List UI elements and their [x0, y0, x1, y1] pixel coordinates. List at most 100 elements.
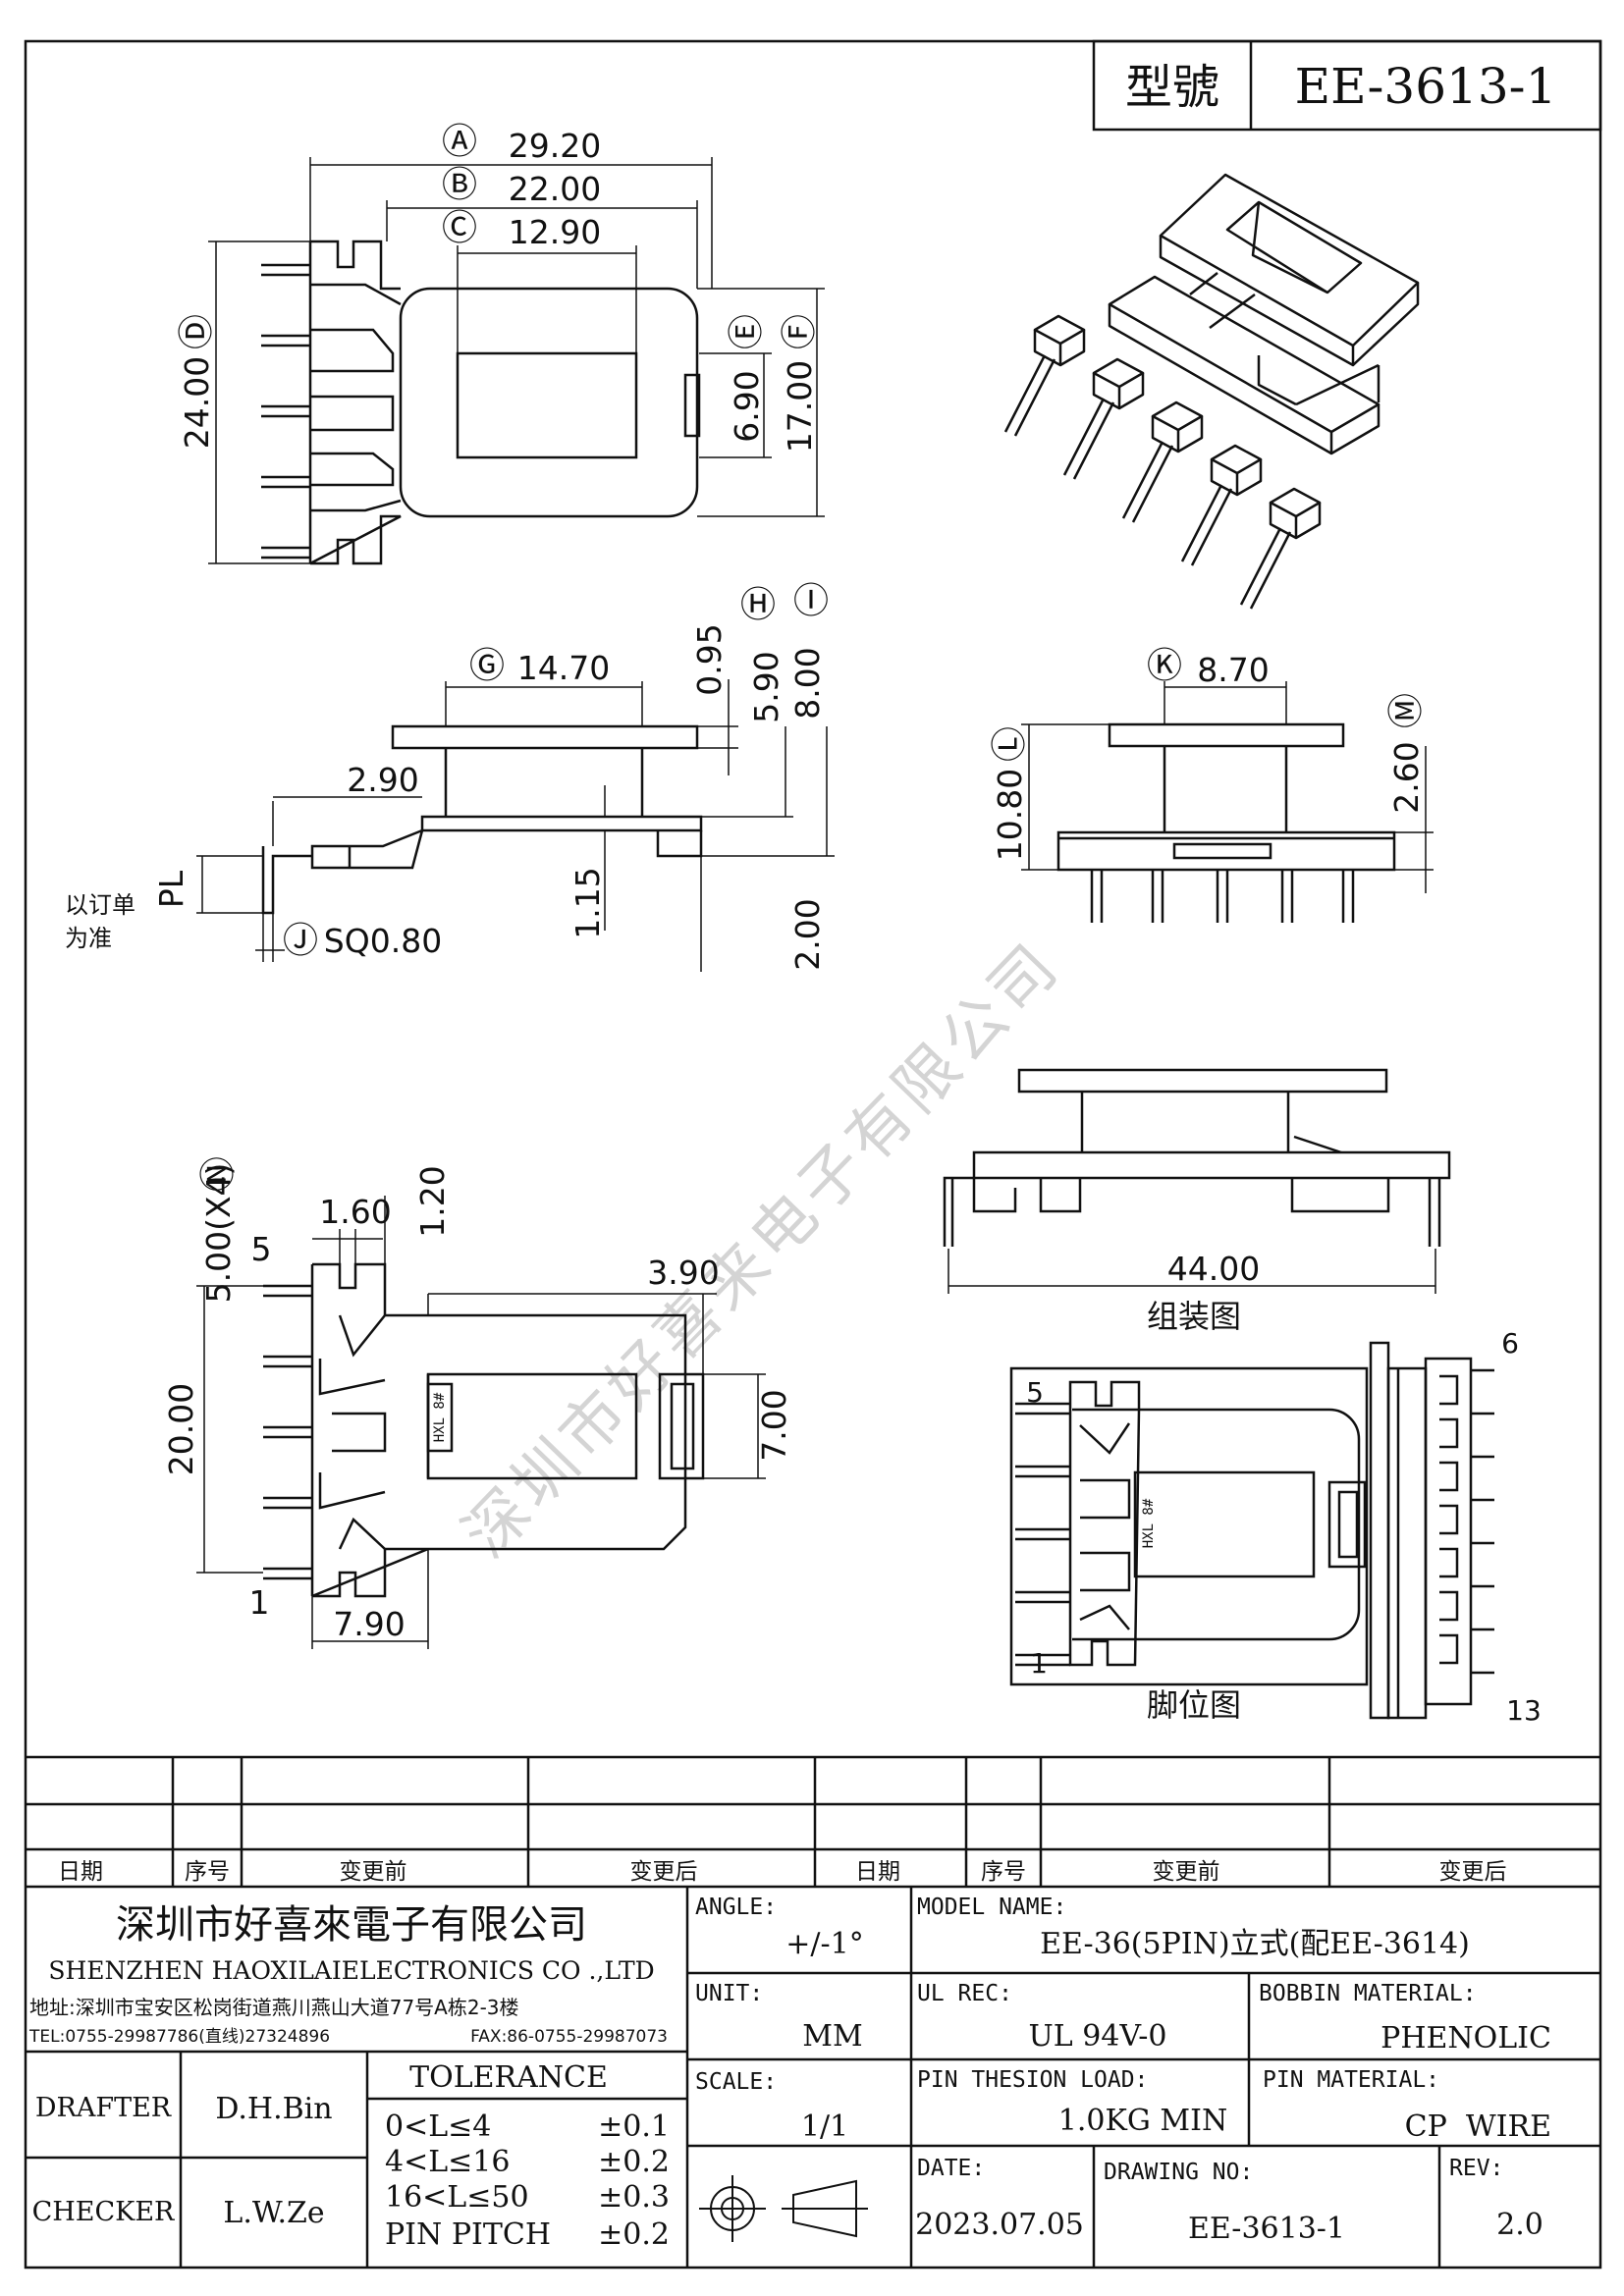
date-value: 2023.07.05	[915, 2208, 1084, 2242]
tolerance-value-1: ±0.1	[598, 2109, 670, 2144]
dim-700-value: 7.00	[755, 1389, 793, 1461]
dim-f-id: Ⓕ	[780, 314, 820, 349]
tolerance-range-3: 16<L≤50	[385, 2180, 529, 2215]
dim-h-value: 5.90	[747, 651, 785, 722]
pinout-marking: HXL 8#	[1141, 1498, 1157, 1548]
rev-header-seq-2: 序号	[981, 1859, 1026, 1885]
signatures: DRAFTER D.H.Bin CHECKER L.W.Ze	[32, 2092, 333, 2230]
model-name-label: MODEL NAME:	[917, 1895, 1066, 1920]
pin-load-label: PIN THESION LOAD:	[917, 2067, 1148, 2093]
company-name-en: SHENZHEN HAOXILAIELECTRONICS CO .,LTD	[48, 1956, 654, 1985]
ul-value: UL 94V-0	[1028, 2019, 1166, 2054]
pinout-labels: 5 1 6 13 HXL 8# 脚位图	[1026, 1327, 1542, 1727]
rev-label: REV:	[1449, 2156, 1503, 2181]
tolerance-value-3: ±0.3	[598, 2180, 670, 2215]
date-label: DATE:	[917, 2156, 985, 2181]
dim-g-id: Ⓖ	[469, 646, 505, 686]
bobbin-material-value: PHENOLIC	[1380, 2021, 1551, 2056]
front-view-dimensions	[1021, 681, 1434, 893]
bottom-marking: HXL 8#	[432, 1392, 448, 1442]
pinout-caption: 脚位图	[1147, 1686, 1241, 1724]
isometric-view	[1003, 173, 1420, 610]
angle-label: ANGLE:	[695, 1895, 777, 1920]
angle-value: +/-1°	[785, 1927, 863, 1961]
order-note-line1: 以订单	[65, 891, 135, 919]
bottom-view-clip	[658, 1372, 705, 1480]
pin-carrier-outline	[309, 240, 402, 565]
rev-header-before: 变更前	[340, 1859, 407, 1885]
top-view-body	[399, 287, 699, 518]
spec-fields: ANGLE: +/-1° UNIT: MM SCALE: 1/1 MODEL N…	[695, 1895, 1551, 2246]
rev-header-date: 日期	[58, 1859, 103, 1885]
assembly-caption: 组装图	[1147, 1298, 1241, 1335]
rev-header-date-2: 日期	[855, 1859, 900, 1885]
company-fax: FAX:86-0755-29987073	[470, 2027, 668, 2047]
bottom-view	[263, 1262, 705, 1598]
rev-header-seq: 序号	[185, 1859, 230, 1885]
scale-value: 1/1	[801, 2109, 848, 2144]
bottom-view-body	[428, 1313, 687, 1551]
side-view-dimensions	[196, 679, 835, 972]
unit-label: UNIT:	[695, 1981, 763, 2006]
drawing-no-label: DRAWING NO:	[1104, 2160, 1253, 2185]
tolerance-value-2: ±0.2	[598, 2145, 670, 2179]
dim-j-id: Ⓙ	[283, 921, 318, 961]
projection-symbol-icon	[699, 2175, 868, 2242]
dim-120-value: 1.20	[413, 1165, 452, 1237]
drafter-label: DRAFTER	[35, 2093, 172, 2123]
dim-790-value: 7.90	[333, 1605, 405, 1643]
dim-200-value: 2.00	[788, 898, 827, 970]
dim-n-value: 5.00(X4)	[199, 1163, 238, 1304]
bobbin-material-label: BOBBIN MATERIAL:	[1259, 1981, 1477, 2006]
top-view-clip	[683, 373, 701, 438]
dim-095-value: 0.95	[690, 623, 729, 695]
pinout-view	[1009, 1341, 1494, 1720]
top-view-dimensions	[208, 157, 825, 564]
revision-table	[26, 1755, 1600, 1889]
title-block-grid	[26, 1887, 1600, 2268]
top-view	[261, 240, 701, 565]
drawing-no-value: EE-3613-1	[1188, 2212, 1345, 2246]
tolerance-range-4: PIN PITCH	[385, 2217, 551, 2252]
company-name-cn: 深圳市好喜來電子有限公司	[116, 1902, 587, 1948]
dim-h-id: Ⓗ	[740, 585, 776, 625]
scale-label: SCALE:	[695, 2069, 777, 2095]
dim-b-id: Ⓑ	[442, 165, 477, 205]
tolerance-table: TOLERANCE 0<L≤4 ±0.1 4<L≤16 ±0.2 16<L≤50…	[385, 2060, 670, 2252]
bottom-carrier-outline	[311, 1262, 429, 1598]
dim-b-value: 22.00	[509, 170, 601, 208]
tolerance-value-4: ±0.2	[598, 2217, 670, 2252]
dim-pl-label: PL	[152, 870, 190, 908]
tolerance-title: TOLERANCE	[409, 2060, 608, 2095]
front-view-labels: Ⓚ 8.70 Ⓛ 10.80 Ⓜ 2.60	[990, 646, 1427, 861]
dim-m-id: Ⓜ	[1386, 693, 1427, 728]
pinout-pin-1: 1	[1030, 1647, 1048, 1680]
rev-header-before-2: 变更前	[1153, 1859, 1220, 1885]
dim-g-value: 14.70	[517, 649, 610, 687]
company-address: 地址:深圳市宝安区松岗街道燕川燕山大道77号A栋2-3楼	[29, 1996, 519, 2019]
dim-290-value: 2.90	[347, 761, 418, 799]
revision-table-headers: 日期 序号 变更前 变更后 日期 序号 变更前 变更后	[58, 1859, 1507, 1885]
pin-1-label: 1	[249, 1583, 270, 1622]
dim-e-id: Ⓔ	[727, 314, 767, 349]
dim-i-id: Ⓘ	[793, 581, 829, 621]
rev-value: 2.0	[1496, 2208, 1543, 2242]
assembly-dimensions	[947, 1249, 1436, 1294]
bottom-view-dimensions	[196, 1196, 766, 1649]
dim-c-id: Ⓒ	[442, 208, 477, 248]
tolerance-range-1: 0<L≤4	[385, 2109, 491, 2144]
dim-i-value: 8.00	[788, 647, 827, 719]
rev-header-after-2: 变更后	[1439, 1859, 1507, 1885]
side-view-top-flange	[391, 724, 699, 750]
type-label: 型號	[1125, 60, 1219, 115]
dim-l-value: 10.80	[991, 769, 1029, 861]
dim-c-value: 12.90	[509, 213, 601, 251]
dim-j-value: SQ0.80	[324, 922, 442, 960]
company-tel: TEL:0755-29987786(直线)27324896	[28, 2027, 330, 2047]
dim-390-value: 3.90	[647, 1254, 719, 1292]
pinout-pin-13: 13	[1506, 1694, 1542, 1727]
assembly-view	[943, 1068, 1451, 1247]
pin-material-value: CP WIRE	[1405, 2109, 1551, 2144]
dim-160-value: 1.60	[319, 1193, 391, 1231]
